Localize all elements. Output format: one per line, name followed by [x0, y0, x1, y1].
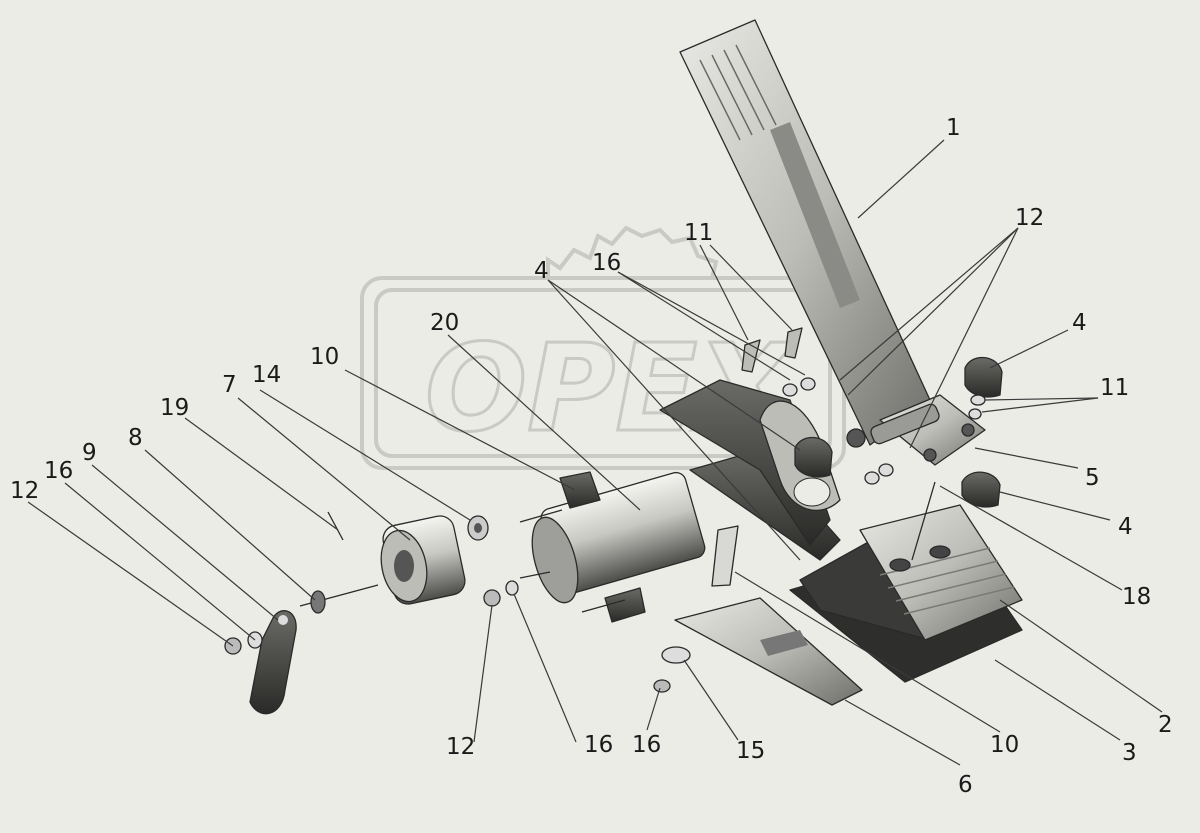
callout-4-right-bottom: 4	[1118, 514, 1133, 540]
pedal-grooves	[699, 44, 777, 141]
callout-8: 8	[128, 425, 143, 451]
callout-12-top: 12	[1015, 205, 1044, 231]
nut-12-bottom	[483, 589, 501, 607]
callout-16-bottom: 16	[584, 732, 613, 758]
pedal-pivot	[846, 428, 866, 448]
callout-4-top: 4	[534, 258, 549, 284]
bumper-mid	[794, 436, 833, 478]
shaft-8-collar	[310, 590, 326, 614]
callout-9: 9	[82, 440, 97, 466]
pin-11-right-b	[968, 408, 982, 420]
pedal-slot	[770, 122, 860, 308]
lever-9	[249, 610, 297, 715]
callout-10-bottom: 10	[990, 732, 1019, 758]
callout-14: 14	[252, 362, 281, 388]
base-hole-2	[929, 545, 951, 559]
callout-16-left: 16	[44, 458, 73, 484]
callout-12-bottom: 12	[446, 734, 475, 760]
nut-16-bottom-right	[653, 679, 671, 693]
callout-3: 3	[1122, 740, 1137, 766]
callout-10-top: 10	[310, 344, 339, 370]
pin-11-right-a	[970, 394, 986, 406]
callout-5: 5	[1085, 465, 1100, 491]
callout-20: 20	[430, 310, 459, 336]
callout-19: 19	[160, 395, 189, 421]
callouts: 1 12 11 16 4 4 11 5 4 18 2 3 6 10 15 16 …	[10, 115, 1173, 798]
hinge-hole-1	[923, 448, 937, 462]
bolt-18	[911, 481, 936, 561]
hinge-barrel	[870, 403, 940, 445]
bolt-cylinder-lower	[581, 599, 626, 613]
lever-9-hole	[278, 615, 288, 625]
bracket-ear-hole	[793, 477, 831, 507]
watermark-frame-inner	[374, 288, 832, 458]
bolt-10-top	[519, 509, 563, 523]
washer-mid-1	[864, 471, 880, 485]
washer-7-hole	[474, 523, 482, 533]
callout-11-right: 11	[1100, 375, 1129, 401]
callout-11-top: 11	[684, 220, 713, 246]
washer-top-1	[782, 383, 798, 397]
hinge-hole-2	[961, 423, 975, 437]
washer-16-bottom	[505, 580, 519, 596]
callout-4-right-top: 4	[1072, 310, 1087, 336]
callout-1: 1	[946, 115, 961, 141]
callout-2: 2	[1158, 712, 1173, 738]
watermark-gear	[546, 225, 719, 280]
hinge-plate	[879, 394, 986, 466]
callout-12-left: 12	[10, 478, 39, 504]
callout-16-top: 16	[592, 250, 621, 276]
bolt-11-b	[784, 327, 803, 359]
bumper-top-right	[964, 356, 1003, 398]
washer-mid-2	[878, 463, 894, 477]
washer-top-2	[800, 377, 816, 391]
callout-6: 6	[958, 772, 973, 798]
leader-lines	[27, 139, 1163, 766]
cylinder-20	[519, 471, 706, 623]
callout-7: 7	[222, 372, 237, 398]
bushing-14	[380, 515, 466, 605]
washer-15	[661, 646, 691, 664]
callout-15: 15	[736, 738, 765, 764]
callout-18: 18	[1122, 584, 1151, 610]
bumper-bottom-right	[961, 471, 1001, 508]
plate-6	[674, 597, 863, 706]
base-hole-1	[889, 558, 911, 572]
bolt-10-bottom	[711, 525, 739, 587]
base-block	[859, 504, 1023, 641]
callout-16-bottom-right: 16	[632, 732, 661, 758]
pin-19	[327, 511, 344, 541]
